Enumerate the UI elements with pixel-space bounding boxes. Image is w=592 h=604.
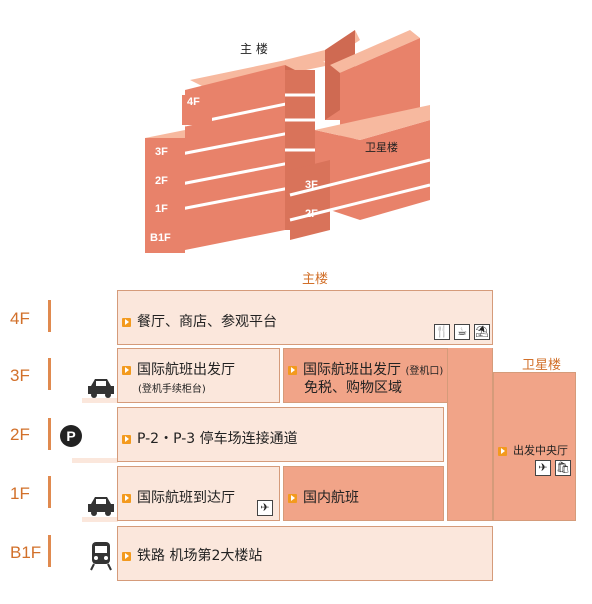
floor-1f-domestic-area[interactable]: 国内航班 <box>283 466 444 521</box>
bldg-sat-floor-2f: 2F <box>305 208 318 220</box>
floor-3f-checkin-note: (登机手续柜台) <box>138 384 206 395</box>
arrow-icon <box>498 446 507 456</box>
main-building-heading: 主楼 <box>302 272 329 287</box>
train-icon <box>90 542 112 571</box>
floor-label-b1f: B1F <box>10 543 42 562</box>
connector-strip <box>82 398 118 403</box>
floor-1f-arrival-area[interactable]: 国际航班到达厅 ✈ <box>117 466 280 521</box>
bldg-floor-2f: 2F <box>155 175 168 187</box>
main-building-label: 主 楼 <box>240 42 268 56</box>
floor-label-1f: 1F <box>10 484 30 503</box>
car-icon <box>88 497 114 516</box>
connector-strip <box>82 517 118 522</box>
bldg-floor-b1f: B1F <box>150 232 171 244</box>
floor-separator <box>48 358 51 390</box>
satellite-connector <box>447 348 493 521</box>
satellite-area[interactable]: 出发中央厅 ✈ 🛍 <box>493 372 576 521</box>
arrow-icon <box>122 551 131 561</box>
connector-strip <box>72 458 118 463</box>
floor-4f-area[interactable]: 餐厅、商店、参观平台 🍴 ☕ ⛱ <box>117 290 493 345</box>
cafe-icon: ☕ <box>454 324 470 340</box>
floor-3f-gate-label: 国际航班出发厅 <box>303 362 401 378</box>
shopping-icon: 🛍 <box>555 460 571 476</box>
arrow-icon <box>288 365 297 375</box>
arrow-icon <box>122 434 131 444</box>
floor-label-3f: 3F <box>10 366 30 385</box>
arrival-icon: ✈ <box>257 500 273 516</box>
floor-label-4f: 4F <box>10 309 30 328</box>
building-illustration <box>145 30 431 253</box>
floor-separator <box>48 418 51 450</box>
restaurant-icon: 🍴 <box>434 324 450 340</box>
satellite-heading: 卫星楼 <box>522 358 562 373</box>
arrow-icon <box>288 493 297 503</box>
satellite-building-label-3d: 卫星楼 <box>365 141 398 154</box>
arrow-icon <box>122 317 131 327</box>
floor-2f-area[interactable]: P-2・P-3 停车场连接通道 <box>117 407 444 462</box>
floor-1f-domestic-label: 国内航班 <box>303 490 359 506</box>
floor-3f-departure-label: 国际航班出发厅 <box>137 362 235 378</box>
floor-b1f-area[interactable]: 铁路 机场第2大楼站 <box>117 526 493 581</box>
bldg-sat-floor-3f: 3F <box>305 179 318 191</box>
floor-separator <box>48 476 51 508</box>
arrow-icon <box>122 365 131 375</box>
floor-4f-label: 餐厅、商店、参观平台 <box>137 314 277 330</box>
departure-icon: ✈ <box>535 460 551 476</box>
floor-separator <box>48 300 51 332</box>
floor-3f-dutyfree-label: 免税、购物区域 <box>304 380 402 396</box>
car-icon <box>88 379 114 398</box>
arrow-icon <box>122 493 131 503</box>
floor-separator <box>48 535 51 567</box>
parking-icon: P <box>60 425 82 447</box>
bldg-floor-4f: 4F <box>187 96 200 108</box>
bldg-floor-1f: 1F <box>155 203 168 215</box>
floor-3f-gate-note: (登机口) <box>405 366 444 377</box>
floor-1f-arrival-label: 国际航班到达厅 <box>137 490 235 506</box>
floor-3f-departure-area[interactable]: 国际航班出发厅 (登机手续柜台) <box>117 348 280 403</box>
bldg-floor-3f: 3F <box>155 146 168 158</box>
observation-deck-icon: ⛱ <box>474 324 490 340</box>
floor-label-2f: 2F <box>10 425 30 444</box>
floor-b1f-label: 铁路 机场第2大楼站 <box>137 548 263 564</box>
satellite-label: 出发中央厅 <box>513 444 568 457</box>
floor-2f-label: P-2・P-3 停车场连接通道 <box>137 431 298 447</box>
